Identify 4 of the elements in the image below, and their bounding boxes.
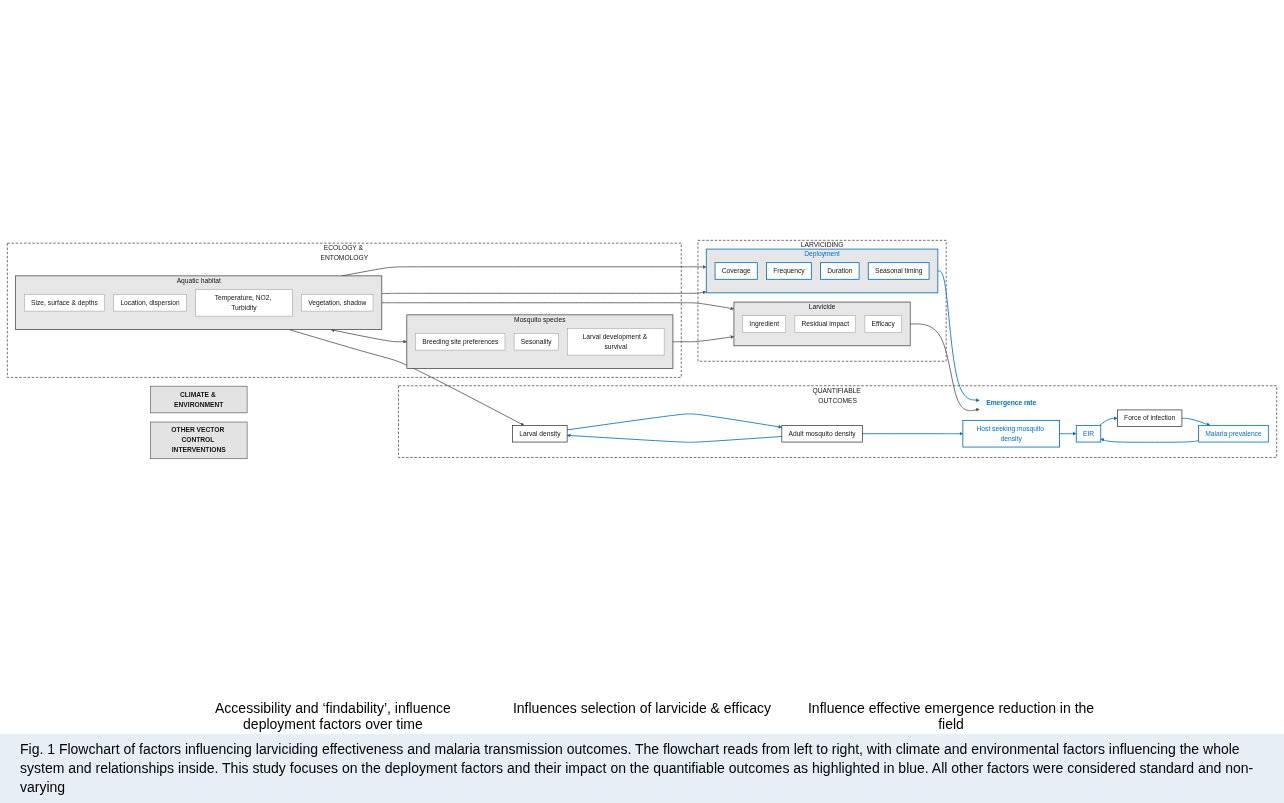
annotation-text: Influence effective emergence reduction in the field — [806, 700, 1096, 733]
figure-caption: Fig. 1 Flowchart of factors influencing larviciding effectiveness and malaria transmission outcomes. The flowchart reads from left to right, with climate and environmental factors influencing the whole system and relationships inside. This study focuses on the deployment factors and their impact on the quantifiable outcomes as highlighted in blue. All other factors were considered standard and non-varying — [0, 734, 1284, 803]
annotation-text: Accessibility and ‘findability’, influence deployment factors over time — [214, 700, 452, 733]
annotation-text: Influences selection of larvicide & efficacy — [512, 700, 772, 719]
